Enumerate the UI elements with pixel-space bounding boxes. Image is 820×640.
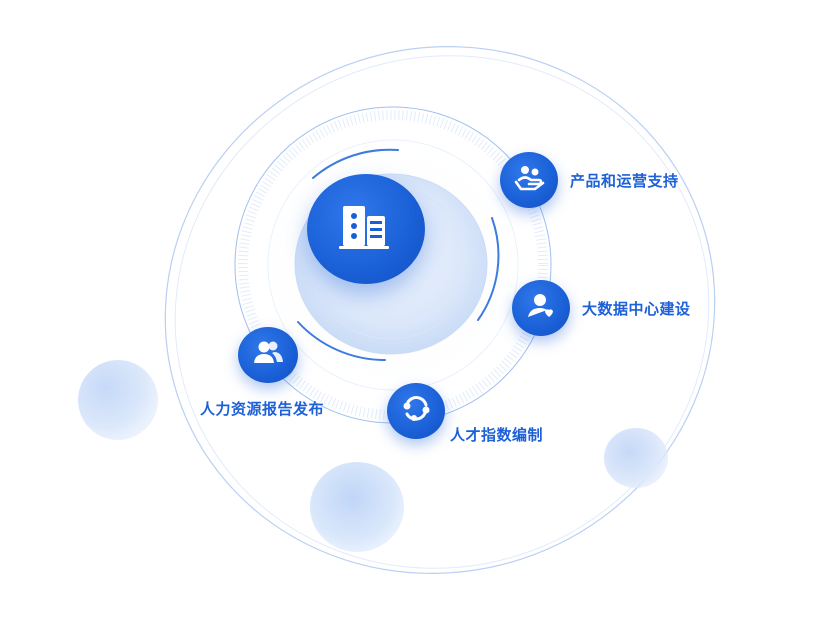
decor-bubble-left xyxy=(78,360,158,440)
hand-holding-people-icon xyxy=(513,164,545,196)
node-bigdata-center[interactable] xyxy=(512,280,570,336)
node-label-product-support: 产品和运营支持 xyxy=(570,172,679,190)
decor-bubble-bottom xyxy=(310,462,404,552)
cycle-arrows-icon xyxy=(400,394,432,428)
node-hr-report[interactable] xyxy=(238,327,298,383)
decor-bubble-right xyxy=(604,428,668,488)
tick-ring xyxy=(238,110,548,420)
arc-right xyxy=(477,217,500,321)
arc-top xyxy=(312,148,399,179)
node-product-support[interactable] xyxy=(500,152,558,208)
node-label-hr-report: 人力资源报告发布 xyxy=(200,400,325,418)
outer-orbit-ring xyxy=(164,46,716,574)
outer-orbit-ring-inner xyxy=(174,55,710,569)
node-talent-index[interactable] xyxy=(387,383,445,439)
users-icon xyxy=(252,339,284,371)
user-heart-icon xyxy=(525,291,557,325)
arc-bottom xyxy=(297,321,386,362)
node-label-talent-index: 人才指数编制 xyxy=(450,426,544,444)
building-icon xyxy=(339,202,393,256)
center-hub xyxy=(307,174,425,284)
node-label-bigdata-center: 大数据中心建设 xyxy=(582,300,691,318)
